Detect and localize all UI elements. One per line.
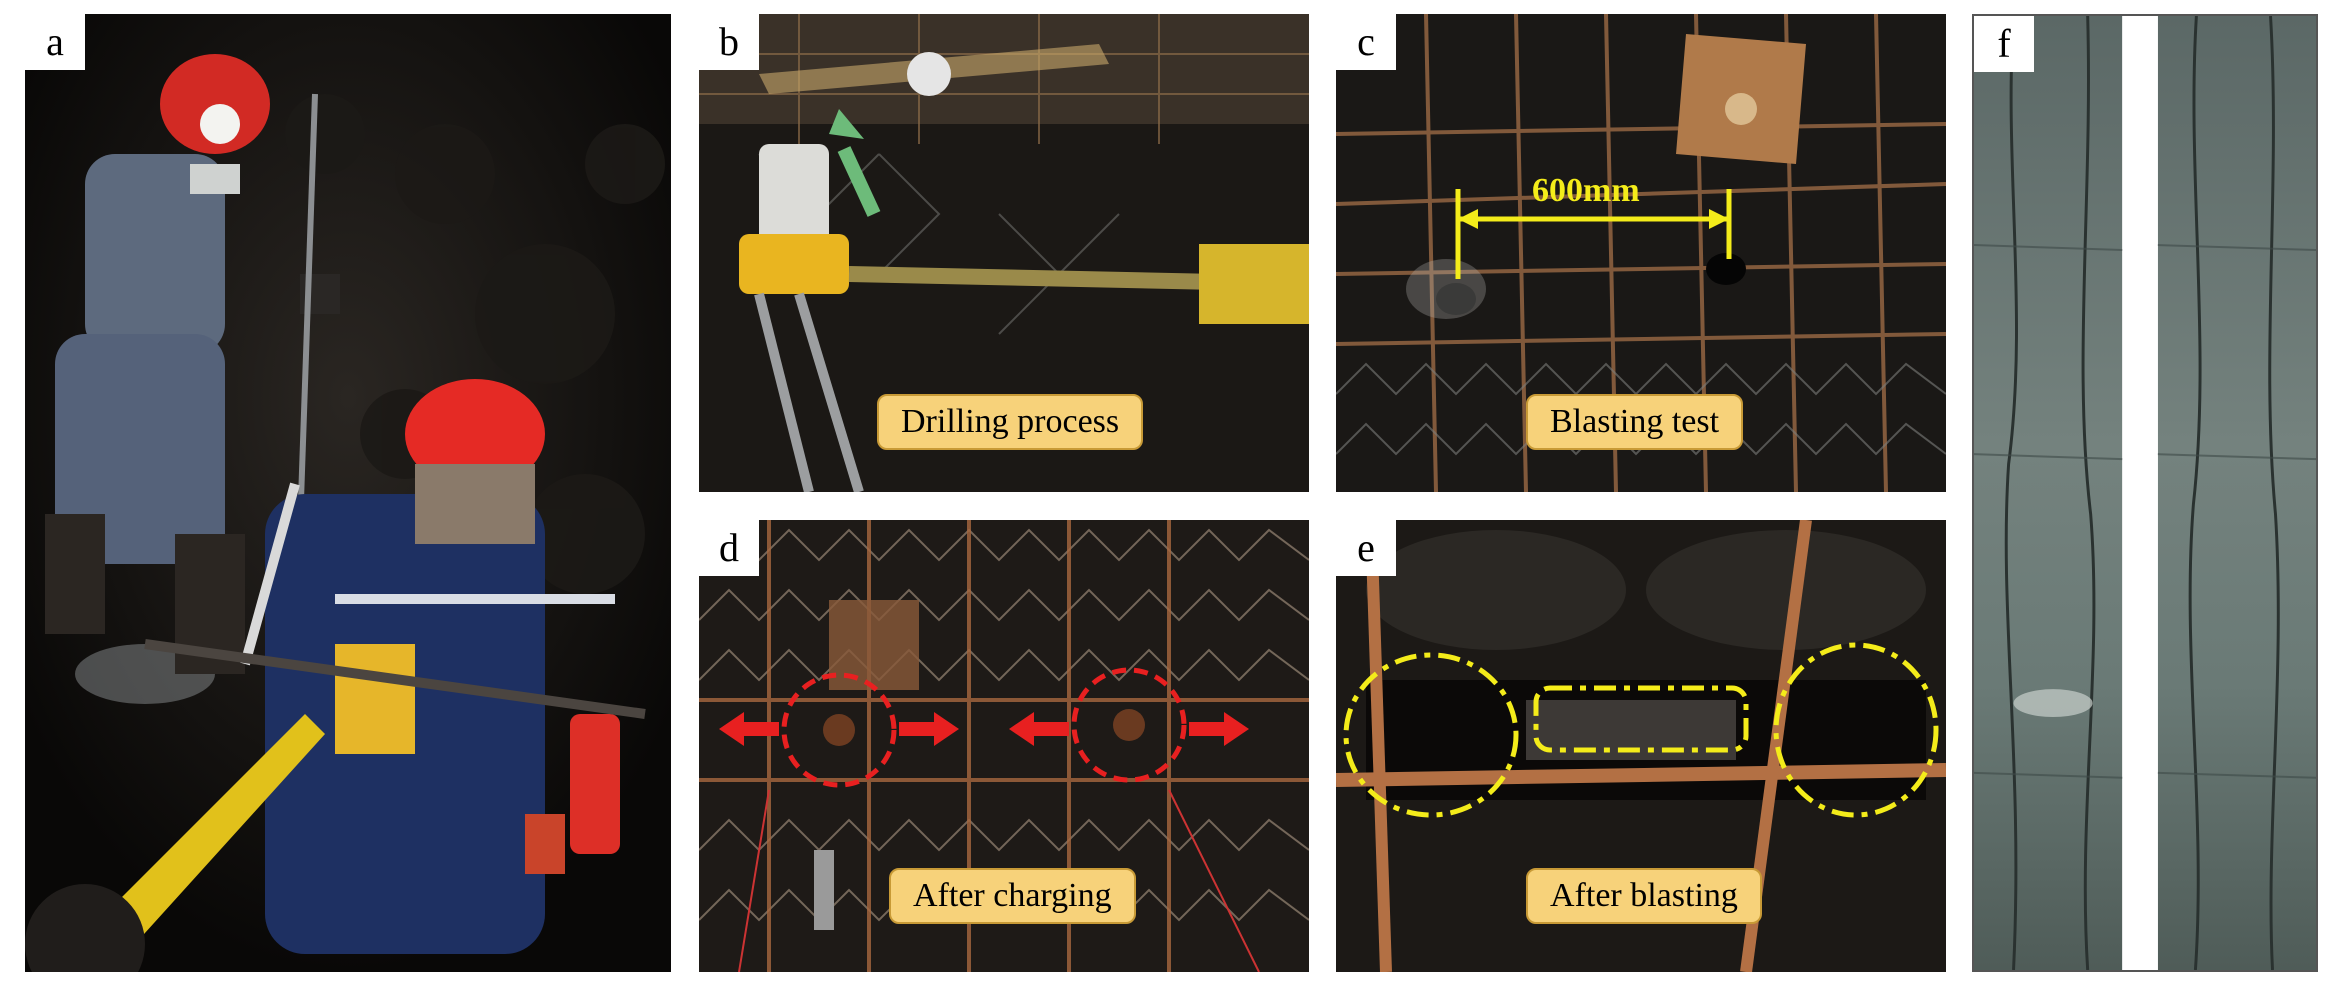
rebar-horizontal <box>1336 763 1946 787</box>
red-direction-arrows <box>719 712 1249 746</box>
panel-letter-a: a <box>25 14 85 70</box>
caption-blasting-test: Blasting test <box>1526 394 1744 450</box>
after-blasting-photo <box>1336 520 1946 972</box>
measurement-label: 600mm <box>1532 172 1640 209</box>
drilling-photo <box>699 14 1309 492</box>
crack-zone-left <box>1343 652 1519 818</box>
photo-panel-f: f <box>1972 14 2318 972</box>
caption-after-blasting: After blasting <box>1526 868 1762 924</box>
panel-letter-d: d <box>699 520 759 576</box>
charged-hole-circle-left <box>781 672 897 788</box>
panel-letter-b: b <box>699 14 759 70</box>
crack-zone-center <box>1533 685 1749 753</box>
fracture-lines <box>2004 16 2280 970</box>
photo-panel-a: a <box>25 14 671 972</box>
miner-left <box>45 54 340 675</box>
caption-after-charging: After charging <box>889 868 1136 924</box>
distance-marker <box>1455 189 1732 279</box>
drill-machine <box>25 639 646 972</box>
charged-hole-circle-right <box>1071 667 1187 783</box>
panel-letter-e: e <box>1336 520 1396 576</box>
direction-arrow-green <box>829 109 881 217</box>
photo-panel-e: e After blasting <box>1336 520 1946 972</box>
panel-letter-f: f <box>1974 16 2034 72</box>
rebar-vertical-left <box>1365 520 1392 972</box>
caption-drilling-process: Drilling process <box>877 394 1144 450</box>
miner-right <box>240 379 620 954</box>
photo-panel-c: c 600mm Blasting test <box>1336 14 1946 492</box>
photo-panel-b: b Drilling process <box>699 14 1309 492</box>
panel-letter-c: c <box>1336 14 1396 70</box>
photo-panel-d: d After charging <box>699 520 1309 972</box>
miners-photo <box>25 14 671 972</box>
borehole-scan-photo <box>1974 16 2316 970</box>
crack-zone-right <box>1773 642 1939 818</box>
